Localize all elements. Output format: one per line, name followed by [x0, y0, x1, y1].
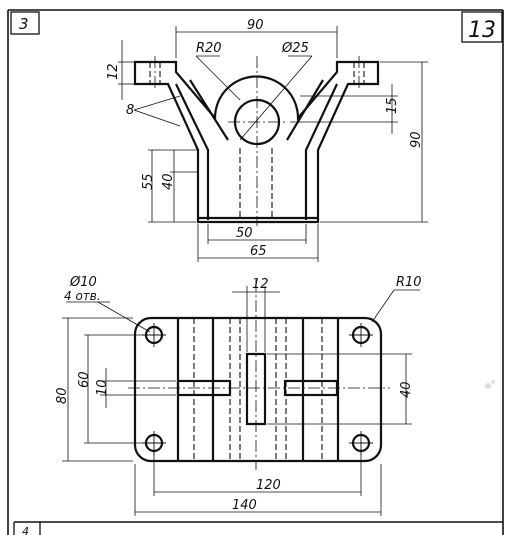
plan-view-outline	[133, 316, 383, 463]
front-view	[133, 56, 380, 226]
dim-hole-callout-2: 4 отв.	[64, 289, 101, 303]
dim-height-90: 90	[409, 131, 424, 148]
bottom-number: 4	[22, 525, 29, 535]
dim-radius-r20: R20	[196, 41, 222, 56]
dim-hole-diameter: Ø25	[281, 41, 309, 56]
front-view-hub-left	[189, 79, 229, 141]
front-view-outline	[133, 60, 380, 224]
card-number-box: 13	[461, 11, 503, 43]
dim-hole-callout-1: Ø10	[69, 275, 97, 290]
dim-right-15: 15	[385, 97, 400, 114]
dim-base-50: 50	[236, 226, 253, 241]
variant-box: 3	[10, 11, 40, 35]
dim-height-60: 60	[77, 371, 92, 388]
plan-view	[128, 280, 390, 470]
card-number: 13	[468, 18, 496, 43]
dim-wall-8: 8	[126, 103, 134, 118]
dim-corner-r10: R10	[396, 275, 422, 290]
front-view-web-right	[304, 83, 338, 220]
variant-number: 3	[19, 15, 29, 33]
front-view-web-left	[175, 83, 210, 220]
dim-base-65: 65	[250, 244, 267, 259]
dim-height-55: 55	[141, 173, 156, 190]
sheet-frame	[7, 9, 504, 535]
dim-width-140: 140	[232, 498, 257, 513]
dim-flange-12: 12	[106, 63, 121, 80]
scan-smudge	[485, 380, 495, 389]
dim-center-12: 12	[252, 277, 269, 292]
bottom-box: 4	[13, 522, 41, 535]
dim-right-40: 40	[399, 381, 414, 398]
dim-height-40: 40	[161, 173, 176, 190]
front-view-hub-right	[286, 79, 324, 141]
dim-slot-10: 10	[95, 379, 110, 396]
front-view-dimensions: 90 R20 Ø25 12 8 55 40 15 90	[106, 18, 428, 262]
dim-width-120: 120	[256, 478, 281, 493]
dim-height-80: 80	[55, 387, 70, 404]
dim-width-90: 90	[247, 18, 264, 33]
plan-view-dimensions: Ø10 4 отв. 12 R10 80 60 10 40 120	[55, 275, 422, 516]
